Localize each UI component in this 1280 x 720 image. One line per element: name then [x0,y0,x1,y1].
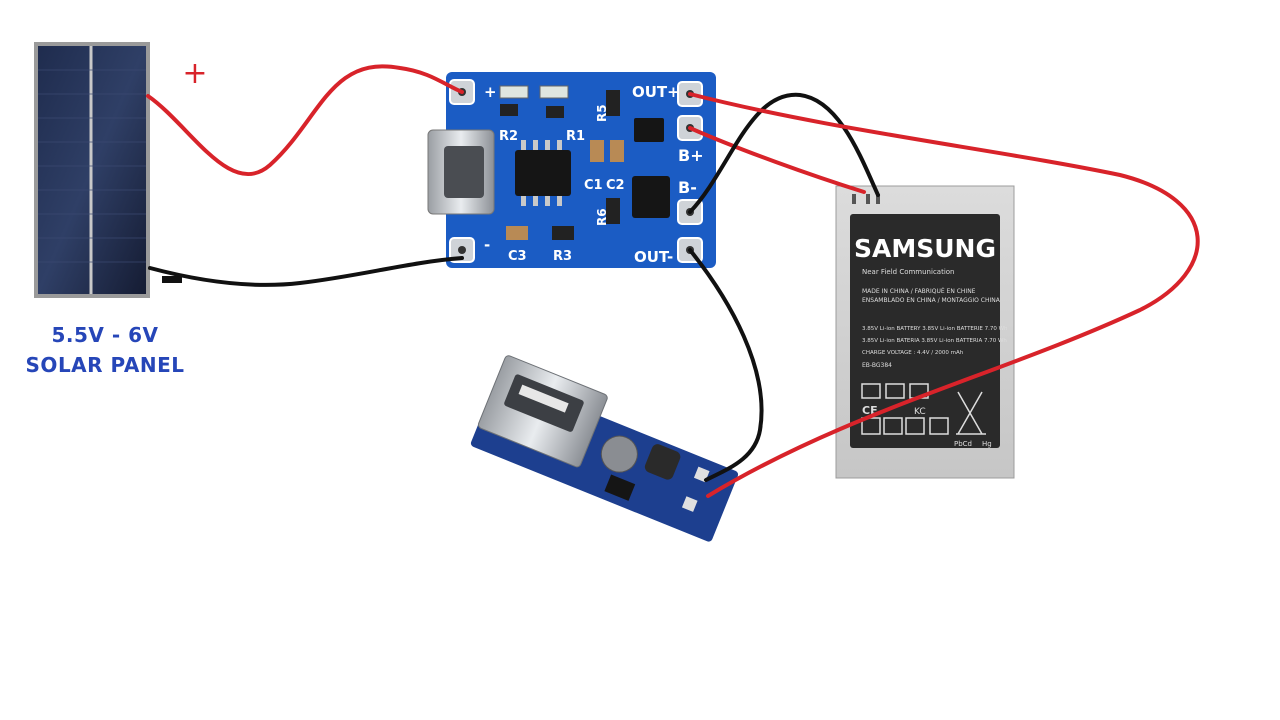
charger-ic-chip [515,150,571,196]
usb-a-tongue [518,384,569,413]
battery-spec-line-3: CHARGE VOLTAGE : 4.4V / 2000 mAh [862,350,964,356]
battery-contact [876,194,880,204]
label-r3: R3 [553,249,572,264]
battery-model: EB-BG384 [862,362,892,369]
red-wire-bplus-to-battery [688,126,866,194]
solar-minus-sign [162,276,182,283]
boost-ic-chip [604,474,636,501]
label-r6: R6 [595,208,609,226]
protection-mosfet-chip [632,176,670,218]
smd-components [499,85,624,240]
label-r1: R1 [566,129,585,144]
boost-inductor [644,444,681,480]
label-out-minus: OUT- [634,248,673,266]
solar-panel-grid-lines [38,69,146,263]
black-wire-bminus-to-battery [688,92,880,214]
black-wire-solar-to-charger [148,256,464,287]
battery-brand: SAMSUNG [854,234,996,263]
battery-spec-line-2: 3.85V Li-ion BATERIA 3.85V Li-ion BATTER… [862,338,1007,344]
solar-panel [34,42,150,298]
red-wire-solar-to-charger [146,64,464,176]
battery-spec-line-1: 3.85V Li-ion BATTERY 3.85V Li-ion BATTER… [862,326,1008,332]
battery-contact [866,194,870,204]
charger-ic-pins [521,140,562,206]
label-r5: R5 [595,104,609,122]
battery-mark-kc: KC [914,407,926,417]
boost-converter [470,355,739,542]
battery-label [850,214,1000,448]
boost-capacitor [600,435,638,473]
battery-made-line-2: ENSAMBLADO EN CHINA / MONTAGGIO CHINA [862,297,1001,304]
solar-panel-title: SOLAR PANEL [25,353,185,377]
battery-subtitle: Near Field Communication [862,268,955,276]
label-r2: R2 [499,129,518,144]
battery-certification-marks [861,383,986,435]
warning-icon [929,417,949,435]
battery-mark-pbcd: PbCd [954,440,972,448]
boost-input-pad [681,496,698,512]
black-wire-outminus-to-boost [688,248,764,482]
solar-panel-voltage: 5.5V - 6V [51,323,159,347]
red-wire-outplus-to-boost [688,92,1200,498]
recycle-icon [861,383,881,399]
crossed-bin-icon [956,391,986,435]
charger-board: + - OUT+ B+ B- OUT- R2 R1 R5 R6 C1 C2 C3… [427,72,716,268]
label-b-plus: B+ [678,146,704,165]
label-c2: C2 [606,178,625,193]
battery-mark-hg: Hg [982,440,992,448]
label-b-minus: B- [678,178,697,197]
recycle-icon [885,383,905,399]
label-out-plus: OUT+ [632,83,680,101]
battery-made-line-1: MADE IN CHINA / FABRIQUÉ EN CHINE [862,287,976,295]
micro-usb-opening [444,146,484,198]
label-c1: C1 [584,178,603,193]
label-in-minus: - [484,236,490,254]
protection-ic-chip [634,118,664,142]
label-in-plus: + [484,83,497,101]
warning-icon [883,417,903,435]
battery: SAMSUNG Near Field Communication MADE IN… [835,185,1015,479]
solar-panel-caption: 5.5V - 6V SOLAR PANEL [20,320,190,380]
wires [146,64,1200,498]
label-c3: C3 [508,249,527,264]
battery-contact [852,194,856,204]
solar-plus-sign: + [182,56,207,91]
warning-icon [905,417,925,435]
